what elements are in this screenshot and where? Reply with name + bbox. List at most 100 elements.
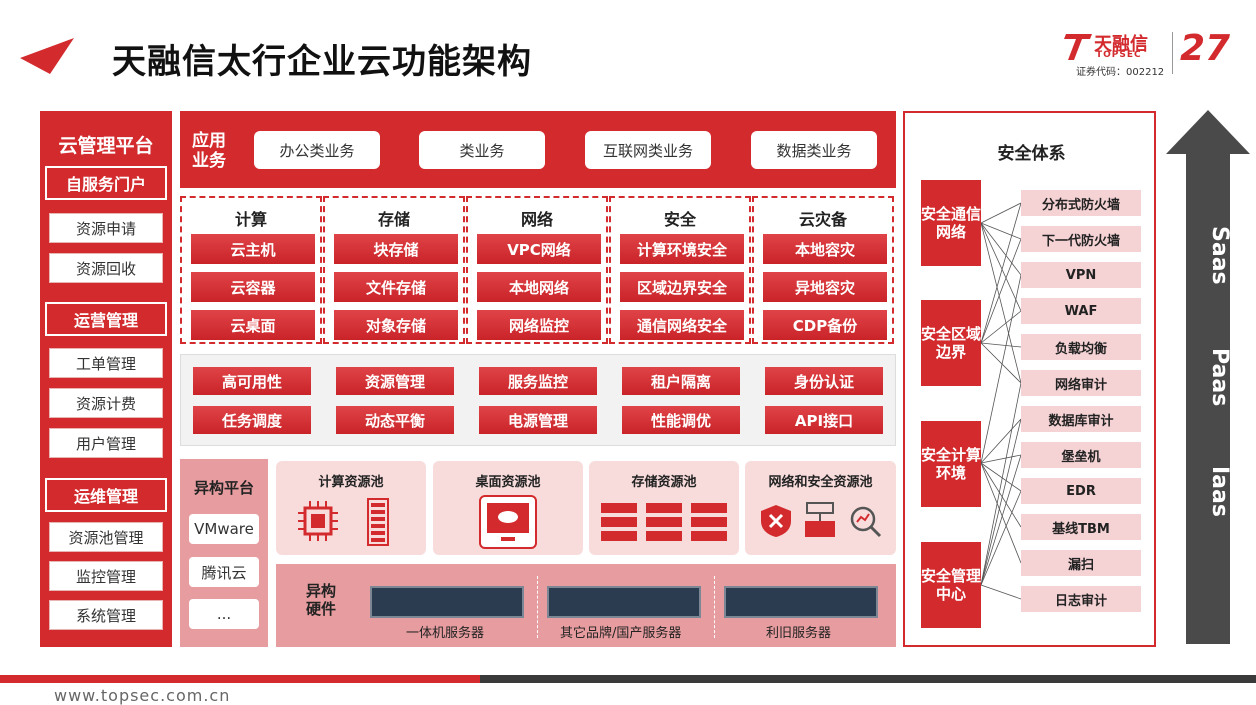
section-header-self-service: 自服务门户 (45, 166, 167, 200)
brand-latin: TOPSEC (1096, 50, 1142, 60)
module-security: 安全 计算环境安全 区域边界安全 通信网络安全 (609, 196, 751, 344)
footer-url[interactable]: www.topsec.com.cn (54, 686, 231, 705)
stock-code: 证券代码：002212 (1076, 67, 1165, 78)
heterogeneous-platform: 异构平台 VMware 腾讯云 ... (180, 459, 268, 647)
module-title: 计算 (234, 210, 267, 229)
security-product[interactable]: WAF (1021, 298, 1141, 324)
cpu-icon (298, 501, 338, 541)
app-business-item[interactable]: 办公类业务 (254, 131, 380, 169)
menu-item[interactable]: 资源计费 (49, 388, 163, 418)
pool-title: 存储资源池 (631, 475, 697, 490)
menu-item[interactable]: 工单管理 (49, 348, 163, 378)
security-product[interactable]: EDR (1021, 478, 1141, 504)
server-label: 利旧服务器 (766, 626, 832, 641)
service-layer-arrow-icon (1166, 110, 1250, 644)
menu-item[interactable]: 资源池管理 (49, 522, 163, 552)
security-title: 安全体系 (997, 144, 1066, 164)
cloud-management-platform: 云管理平台 自服务门户 资源申请 资源回收 运营管理 工单管理 资源计费 用户管… (40, 111, 172, 647)
module-item[interactable]: VPC网络 (477, 234, 601, 264)
module-item[interactable]: 网络监控 (477, 310, 601, 340)
module-item[interactable]: CDP备份 (763, 310, 887, 340)
menu-item[interactable]: 资源申请 (49, 213, 163, 243)
hardware-label: 异构 硬件 (306, 582, 346, 618)
feature-item[interactable]: 资源管理 (336, 367, 454, 395)
service-layer-label: Iaas (1207, 466, 1232, 517)
connection-lines (980, 202, 1022, 600)
module-item[interactable]: 文件存储 (334, 272, 458, 302)
security-product[interactable]: VPN (1021, 262, 1141, 288)
module-item[interactable]: 本地容灾 (763, 234, 887, 264)
security-product[interactable]: 下一代防火墙 (1021, 226, 1141, 252)
module-title: 网络 (520, 210, 553, 229)
feature-item[interactable]: 身份认证 (765, 367, 883, 395)
security-product[interactable]: 负载均衡 (1021, 334, 1141, 360)
platform-item[interactable]: 腾讯云 (189, 557, 259, 587)
security-category[interactable]: 安全通信网络 (921, 180, 981, 266)
divider (714, 576, 715, 638)
security-product[interactable]: 堡垒机 (1021, 442, 1141, 468)
footer-bar-red (0, 675, 480, 683)
feature-item[interactable]: 性能调优 (622, 406, 740, 434)
feature-item[interactable]: 动态平衡 (336, 406, 454, 434)
app-business-item[interactable]: 类业务 (419, 131, 545, 169)
module-network: 网络 VPC网络 本地网络 网络监控 (466, 196, 608, 344)
module-title: 云灾备 (798, 210, 847, 229)
module-item[interactable]: 云桌面 (191, 310, 315, 340)
app-business-item[interactable]: 数据类业务 (751, 131, 877, 169)
pool-network-security: 网络和安全资源池 (745, 461, 896, 555)
module-item[interactable]: 区域边界安全 (620, 272, 744, 302)
security-product[interactable]: 漏扫 (1021, 550, 1141, 576)
topsec-mark-icon (1064, 34, 1092, 60)
menu-item[interactable]: 监控管理 (49, 561, 163, 591)
security-product[interactable]: 网络审计 (1021, 370, 1141, 396)
feature-item[interactable]: 电源管理 (479, 406, 597, 434)
memory-icon (367, 498, 389, 546)
desktop-monitor-icon (479, 495, 537, 549)
module-compute: 计算 云主机 云容器 云桌面 (180, 196, 322, 344)
pool-title: 计算资源池 (318, 475, 384, 490)
feature-item[interactable]: 服务监控 (479, 367, 597, 395)
module-disaster-recovery: 云灾备 本地容灾 异地容灾 CDP备份 (752, 196, 894, 344)
module-title: 存储 (377, 210, 410, 229)
hetero-title: 异构平台 (193, 479, 254, 497)
security-product[interactable]: 数据库审计 (1021, 406, 1141, 432)
module-item[interactable]: 通信网络安全 (620, 310, 744, 340)
feature-item[interactable]: 租户隔离 (622, 367, 740, 395)
security-category[interactable]: 安全管理中心 (921, 542, 981, 628)
security-category[interactable]: 安全区域边界 (921, 300, 981, 386)
service-layer-label: Saas (1207, 226, 1232, 285)
feature-item[interactable]: 任务调度 (193, 406, 311, 434)
menu-item[interactable]: 用户管理 (49, 428, 163, 458)
module-item[interactable]: 计算环境安全 (620, 234, 744, 264)
vpn-icon (805, 502, 835, 537)
security-product[interactable]: 基线TBM (1021, 514, 1141, 540)
platform-item[interactable]: VMware (189, 514, 259, 544)
heterogeneous-hardware: 异构 硬件 一体机服务器 其它品牌/国产服务器 利旧服务器 (276, 564, 896, 647)
footer-bar-dark (480, 675, 1256, 683)
server-label: 其它品牌/国产服务器 (560, 626, 682, 641)
brand-logo: 天融信 TOPSEC 证券代码：002212 27 (1064, 28, 1244, 78)
menu-item[interactable]: 系统管理 (49, 600, 163, 630)
app-business-item[interactable]: 互联网类业务 (585, 131, 711, 169)
menu-item[interactable]: 资源回收 (49, 253, 163, 283)
module-item[interactable]: 对象存储 (334, 310, 458, 340)
app-row-label: 应用 业务 (192, 131, 236, 171)
module-item[interactable]: 云容器 (191, 272, 315, 302)
pool-desktop: 桌面资源池 (433, 461, 583, 555)
feature-item[interactable]: 高可用性 (193, 367, 311, 395)
security-product[interactable]: 日志审计 (1021, 586, 1141, 612)
server-image (547, 586, 701, 618)
security-category[interactable]: 安全计算环境 (921, 421, 981, 507)
module-item[interactable]: 块存储 (334, 234, 458, 264)
module-item[interactable]: 本地网络 (477, 272, 601, 302)
platform-item[interactable]: ... (189, 599, 259, 629)
anniversary-number: 27 (1180, 28, 1231, 69)
hardware-label-text: 异构 硬件 (306, 582, 337, 618)
left-column-title: 云管理平台 (58, 135, 154, 157)
module-item[interactable]: 异地容灾 (763, 272, 887, 302)
section-header-operations: 运营管理 (45, 302, 167, 336)
feature-item[interactable]: API接口 (765, 406, 883, 434)
module-item[interactable]: 云主机 (191, 234, 315, 264)
storage-disk-icon (601, 503, 727, 541)
security-product[interactable]: 分布式防火墙 (1021, 190, 1141, 216)
